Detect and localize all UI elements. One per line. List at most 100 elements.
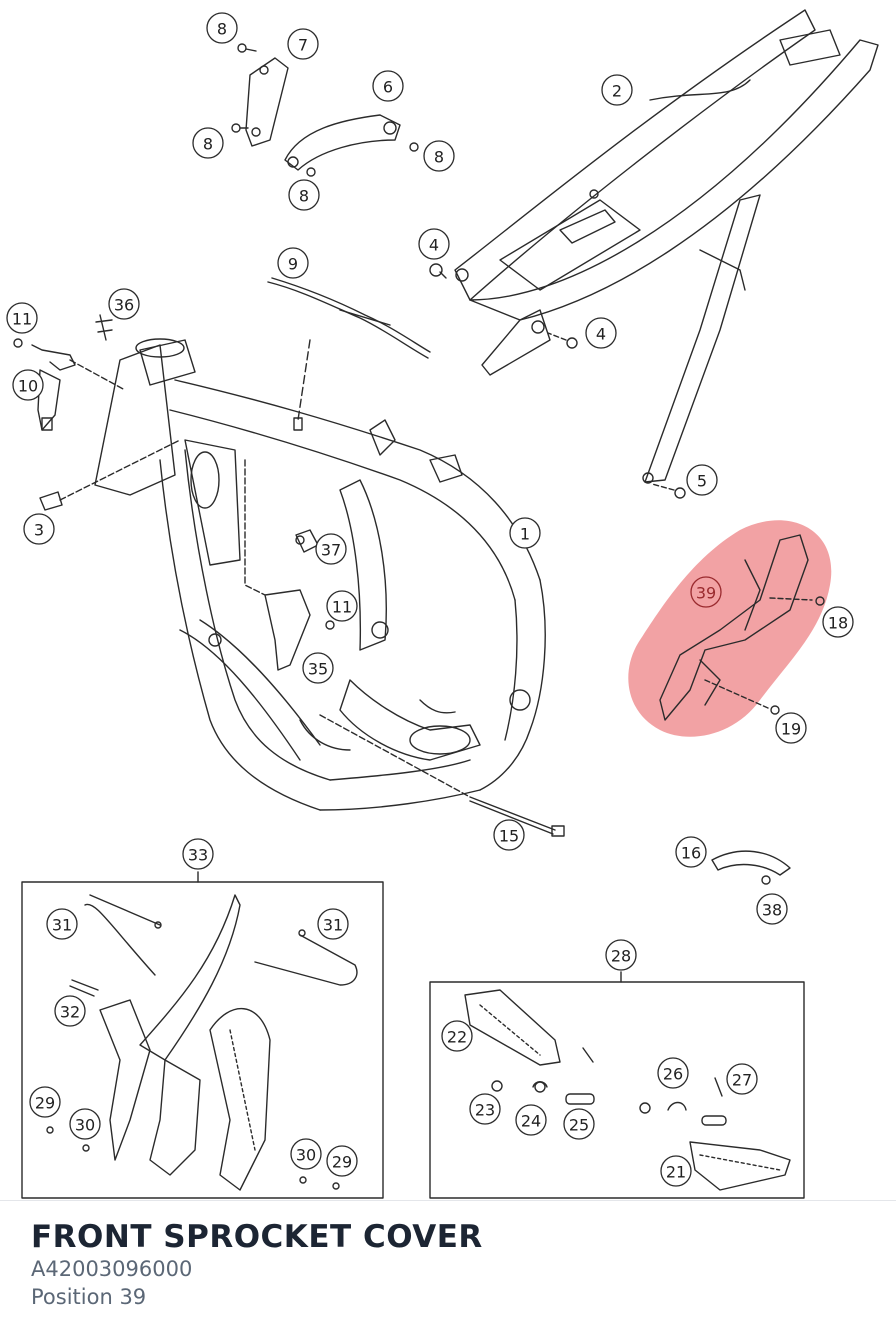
- callout-label: 1: [520, 525, 530, 544]
- callout-23[interactable]: [469, 1093, 501, 1125]
- part-39-highlight[interactable]: [628, 520, 832, 737]
- callout-label: 21: [666, 1163, 686, 1182]
- callout-label: 24: [521, 1112, 541, 1131]
- callout-label: 29: [332, 1153, 352, 1172]
- callout-label: 23: [475, 1101, 495, 1120]
- callout-22[interactable]: [441, 1020, 473, 1052]
- footrest-kit-28: [429, 971, 805, 1199]
- part-info-panel: FRONT SPROCKET COVER A42003096000 Positi…: [0, 1200, 896, 1336]
- callout-33[interactable]: [182, 838, 214, 870]
- callout-8d[interactable]: [288, 179, 320, 211]
- callout-10[interactable]: [12, 369, 44, 401]
- part-position: Position 39: [31, 1285, 147, 1309]
- callout-39[interactable]: [690, 576, 722, 608]
- callout-29a[interactable]: [29, 1086, 61, 1118]
- callout-38[interactable]: [756, 893, 788, 925]
- callout-30a[interactable]: [69, 1108, 101, 1140]
- callout-2[interactable]: [601, 74, 633, 106]
- callout-label: 7: [298, 36, 308, 55]
- callout-4a[interactable]: [418, 228, 450, 260]
- callout-label: 10: [18, 377, 38, 396]
- callout-26[interactable]: [657, 1057, 689, 1089]
- callout-label: 35: [308, 660, 328, 679]
- callout-label: 31: [323, 916, 343, 935]
- callout-7[interactable]: [287, 28, 319, 60]
- subframe-drawing: [454, 9, 879, 484]
- sprocket-cover-39[interactable]: [659, 534, 825, 721]
- callout-30b[interactable]: [290, 1138, 322, 1170]
- callout-21[interactable]: [660, 1155, 692, 1187]
- chain-guide-16: [711, 850, 791, 885]
- clamp-37: [295, 529, 319, 553]
- callout-labels: 1 2 3 4 4 5 6 7 8 8 8 8 9 10 11 11 15 16…: [12, 20, 848, 1182]
- callout-label: 29: [35, 1094, 55, 1113]
- bracket-7: [231, 43, 289, 147]
- callout-32[interactable]: [54, 995, 86, 1027]
- callouts: [6, 12, 854, 1187]
- callout-18[interactable]: [822, 606, 854, 638]
- callout-label: 11: [332, 598, 352, 617]
- clip-parts-left: [13, 314, 181, 511]
- callout-label: 3: [34, 521, 44, 540]
- callout-31a[interactable]: [46, 908, 78, 940]
- callout-8c[interactable]: [423, 140, 455, 172]
- callout-label: 16: [681, 844, 701, 863]
- bolt-5: [651, 483, 686, 499]
- callout-label: 6: [383, 78, 393, 97]
- callout-label: 4: [429, 236, 439, 255]
- wiring-harness-9: [267, 277, 431, 431]
- callout-6[interactable]: [372, 70, 404, 102]
- callout-label: 11: [12, 310, 32, 329]
- callout-label: 31: [52, 916, 72, 935]
- callout-5[interactable]: [686, 464, 718, 496]
- callout-36[interactable]: [108, 288, 140, 320]
- callout-label: 36: [114, 296, 134, 315]
- callout-label: 18: [828, 614, 848, 633]
- callout-label: 15: [499, 827, 519, 846]
- callout-25[interactable]: [563, 1108, 595, 1140]
- callout-label: 22: [447, 1028, 467, 1047]
- callout-24[interactable]: [515, 1104, 547, 1136]
- callout-label: 8: [203, 135, 213, 154]
- callout-9[interactable]: [277, 247, 309, 279]
- callout-35[interactable]: [302, 652, 334, 684]
- callout-29b[interactable]: [326, 1145, 358, 1177]
- bolt-15: [319, 714, 565, 837]
- callout-label: 27: [732, 1071, 752, 1090]
- callout-label: 4: [596, 325, 606, 344]
- bolt-4-top: [429, 263, 447, 279]
- callout-37[interactable]: [315, 533, 347, 565]
- callout-label: 38: [762, 901, 782, 920]
- callout-4b[interactable]: [585, 317, 617, 349]
- callout-8a[interactable]: [206, 12, 238, 44]
- callout-label: 19: [781, 720, 801, 739]
- callout-label: 8: [434, 148, 444, 167]
- callout-label: 5: [697, 472, 707, 491]
- part-number: A42003096000: [31, 1257, 193, 1281]
- callout-8b[interactable]: [192, 127, 224, 159]
- callout-label: 2: [612, 82, 622, 101]
- bolt-4-bottom: [547, 332, 578, 349]
- callout-16[interactable]: [675, 836, 707, 868]
- callout-label: 26: [663, 1065, 683, 1084]
- callout-label: 8: [217, 20, 227, 39]
- callout-28[interactable]: [605, 939, 637, 971]
- callout-1[interactable]: [509, 517, 541, 549]
- callout-label: 32: [60, 1003, 80, 1022]
- callout-label: 30: [296, 1146, 316, 1165]
- frame-drawing: [94, 338, 546, 811]
- callout-label: 9: [288, 255, 298, 274]
- callout-19[interactable]: [775, 712, 807, 744]
- callout-31b[interactable]: [317, 908, 349, 940]
- callout-label-39: 39: [696, 584, 716, 603]
- callout-3[interactable]: [23, 513, 55, 545]
- callout-label: 8: [299, 187, 309, 206]
- callout-27[interactable]: [726, 1063, 758, 1095]
- callout-15[interactable]: [493, 819, 525, 851]
- part-name: FRONT SPROCKET COVER: [31, 1219, 483, 1255]
- callout-11b[interactable]: [326, 590, 358, 622]
- callout-11a[interactable]: [6, 302, 38, 334]
- exploded-parts-diagram: 1 2 3 4 4 5 6 7 8 8 8 8 9 10 11 11 15 16…: [6, 9, 879, 1199]
- screw-11: [325, 620, 335, 630]
- callout-label: 28: [611, 947, 631, 966]
